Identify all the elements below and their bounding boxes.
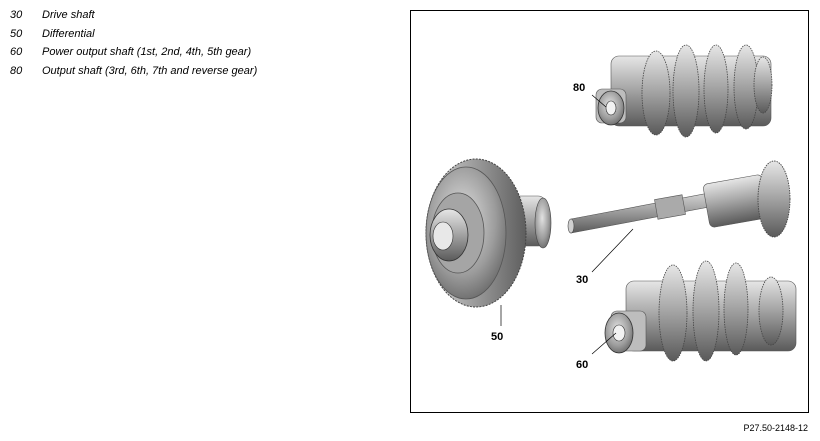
legend-text: Drive shaft xyxy=(42,9,95,21)
legend-text: Power output shaft (1st, 2nd, 4th, 5th g… xyxy=(42,46,252,58)
legend-item-80: 80 Output shaft (3rd, 6th, 7th and rever… xyxy=(10,62,257,81)
legend-text: Output shaft (3rd, 6th, 7th and reverse … xyxy=(42,64,258,77)
callout-30: 30 xyxy=(576,274,588,286)
legend-item-30: 30 Drive shaft xyxy=(10,6,257,25)
leader-line-30 xyxy=(591,228,634,273)
callout-60: 60 xyxy=(576,359,588,371)
illustration-canvas: 80 30 50 60 xyxy=(425,44,797,371)
output-shaft-80 xyxy=(595,44,773,138)
legend-list: 30 Drive shaft 50 Differential 60 Power … xyxy=(10,6,257,80)
legend-number: 60 xyxy=(10,46,23,58)
figure-id: P27.50-2148-12 xyxy=(743,423,808,433)
leader-line-60 xyxy=(591,332,617,355)
leader-line-80 xyxy=(591,94,607,108)
gear-shafts-illustration: 80 30 50 60 xyxy=(410,10,809,413)
legend-item-60: 60 Power output shaft (1st, 2nd, 4th, 5t… xyxy=(10,43,257,62)
callout-80: 80 xyxy=(573,82,585,94)
legend-number: 50 xyxy=(10,27,23,40)
legend-text: Differential xyxy=(42,27,95,40)
differential-50 xyxy=(425,158,552,308)
power-output-shaft-60 xyxy=(604,260,797,362)
legend-number: 80 xyxy=(10,64,23,77)
legend-item-50: 50 Differential xyxy=(10,25,257,44)
callout-50: 50 xyxy=(491,331,503,343)
legend-number: 30 xyxy=(10,9,23,21)
drive-shaft-30 xyxy=(567,160,791,238)
